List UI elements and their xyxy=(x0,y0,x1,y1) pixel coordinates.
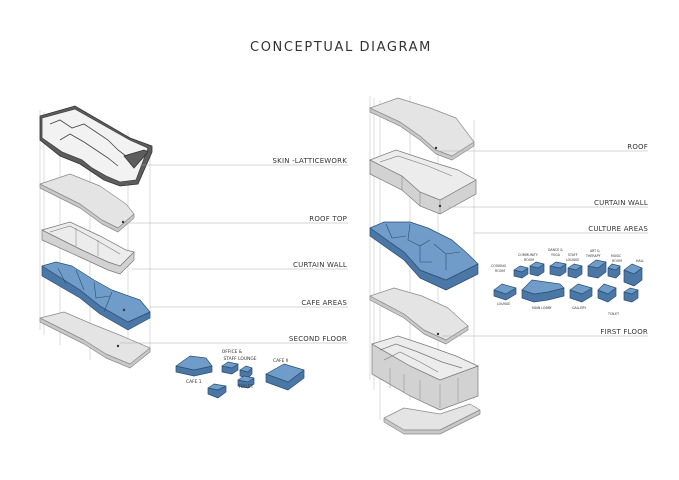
label-right-curtain-wall: CURTAIN WALL xyxy=(594,199,648,207)
label-first-floor: FIRST FLOOR xyxy=(600,328,648,336)
label-staff-1: STAFF xyxy=(568,253,578,257)
part-dance-yoga xyxy=(549,261,567,277)
label-music-1: MUSIC xyxy=(611,254,622,258)
left-stack: CAFE 1 OFFICE & STAFF LOUNGE TOILET CAFE… xyxy=(39,105,348,399)
right-exploded-parts: COOKING ROOM COMMUNITY ROOM DANCE & YOGA… xyxy=(491,248,644,316)
right-stack: COOKING ROOM COMMUNITY ROOM DANCE & YOGA… xyxy=(369,96,648,435)
label-culture-areas: CULTURE AREAS xyxy=(588,225,648,233)
part-toilet xyxy=(237,375,255,389)
left-layer-labels: SKIN -LATTICEWORK ROOF TOP CURTAIN WALL … xyxy=(120,157,348,344)
label-skin-latticework: SKIN -LATTICEWORK xyxy=(273,157,348,165)
label-right-toilet: TOILET xyxy=(607,312,619,316)
label-staff-2: LOUNGE xyxy=(566,258,579,262)
left-exploded-parts: CAFE 1 OFFICE & STAFF LOUNGE TOILET CAFE… xyxy=(175,349,305,399)
label-music-2: ROOM xyxy=(612,259,622,263)
part-music-room xyxy=(607,263,621,279)
label-roof: ROOF xyxy=(627,143,648,151)
part-lounge xyxy=(493,283,517,301)
part-community-room xyxy=(529,261,545,277)
label-roof-top: ROOF TOP xyxy=(309,215,347,223)
label-cafe-areas: CAFE AREAS xyxy=(301,299,347,307)
label-second-floor: SECOND FLOOR xyxy=(289,335,347,343)
roof-top-layer xyxy=(39,173,135,233)
part-cooking-room xyxy=(513,265,529,279)
part-gallery-2 xyxy=(597,283,617,303)
part-art-therapy xyxy=(587,259,607,279)
ground-building xyxy=(371,335,481,435)
part-hall xyxy=(623,263,643,287)
label-cafe-1: CAFE 1 xyxy=(186,379,202,385)
label-art-2: THERAPY xyxy=(585,254,600,258)
label-cafe-2: CAFE II xyxy=(273,358,288,364)
first-floor-layer xyxy=(369,287,469,345)
cafe-areas-layer xyxy=(41,261,151,331)
part-staff-lounge xyxy=(567,263,583,279)
label-cooking-1: COOKING xyxy=(491,264,507,268)
label-main-lobby: MAIN LOBBY xyxy=(532,306,552,310)
label-office-line1: OFFICE & xyxy=(222,349,243,355)
left-curtain-wall-layer xyxy=(41,221,135,275)
right-layer-labels: ROOF CURTAIN WALL CULTURE AREAS FIRST FL… xyxy=(438,143,648,337)
roof-layer xyxy=(369,97,475,161)
part-small-block xyxy=(207,383,227,399)
label-art-1: ART & xyxy=(590,249,600,253)
part-main-lobby xyxy=(521,279,565,303)
right-curtain-wall-layer xyxy=(369,149,477,215)
label-hall: HALL xyxy=(636,259,644,263)
label-left-toilet: TOILET xyxy=(237,384,254,390)
skin-latticework-layer xyxy=(39,105,153,187)
part-office-staff-lounge xyxy=(221,361,253,379)
culture-areas-layer xyxy=(369,221,479,291)
part-cafe-2 xyxy=(265,363,305,391)
label-cooking-2: ROOM xyxy=(495,269,505,273)
label-dance-1: DANCE & xyxy=(548,248,563,252)
label-lounge: LOUNGE xyxy=(497,302,510,306)
label-left-curtain-wall: CURTAIN WALL xyxy=(293,261,347,269)
diagram-title: CONCEPTUAL DIAGRAM xyxy=(250,40,432,55)
part-gallery xyxy=(569,283,593,303)
part-cafe-1 xyxy=(175,355,213,377)
part-toilet-right xyxy=(623,287,639,303)
second-floor-layer xyxy=(39,311,151,369)
label-community-2: ROOM xyxy=(524,258,534,262)
label-community-1: COMMUNITY xyxy=(518,253,538,257)
label-gallery: GALLERY xyxy=(572,306,586,310)
label-dance-2: YOGA xyxy=(551,253,561,257)
label-office-line2: STAFF LOUNGE xyxy=(224,356,257,362)
